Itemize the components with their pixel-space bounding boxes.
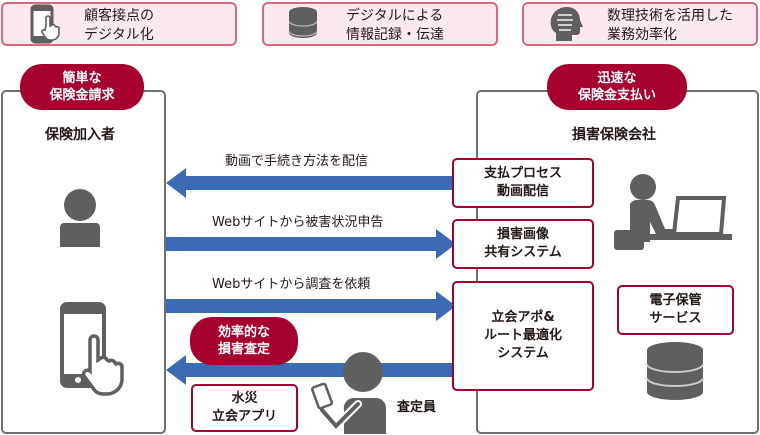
system-route-optimization: 立会アポ& ルート最適化 システム bbox=[452, 281, 594, 391]
badge-line1: 簡単な bbox=[62, 71, 102, 86]
water-survey-app-box: 水災 立会アプリ bbox=[191, 384, 298, 432]
office-worker-icon bbox=[614, 174, 732, 250]
person-icon bbox=[60, 189, 100, 247]
feature-line2: デジタル化 bbox=[84, 27, 154, 43]
head-brain-icon bbox=[550, 7, 583, 41]
system-line1: 支払プロセス bbox=[483, 166, 562, 181]
efficient-assessment-badge: 効率的な 損害査定 bbox=[190, 317, 298, 365]
insurer-title: 損害保険会社 bbox=[572, 127, 656, 143]
system-line3: システム bbox=[497, 346, 549, 361]
badge-line1: 効率的な bbox=[217, 325, 270, 340]
feature-line2: 業務効率化 bbox=[607, 27, 677, 43]
arrow-label-video-guide: 動画で手続き方法を配信 bbox=[225, 154, 369, 169]
system-line2: 共有システム bbox=[484, 245, 562, 260]
feature-box-digital-records: デジタルによる 情報記録・伝達 bbox=[262, 2, 498, 46]
fast-payment-badge: 迅速な 保険金支払い bbox=[547, 64, 687, 110]
storage-line1: 電子保管 bbox=[649, 293, 702, 308]
arrow-survey-request bbox=[166, 291, 456, 321]
storage-line2: サービス bbox=[649, 311, 702, 326]
feature-line1: 顧客接点の bbox=[84, 8, 154, 24]
adjuster-with-tablet-icon bbox=[310, 352, 386, 434]
system-damage-image: 損害画像 共有システム bbox=[452, 219, 594, 269]
easy-claim-badge: 簡単な 保険金請求 bbox=[20, 64, 144, 110]
arrow-label-survey-request: Webサイトから調査を依頼 bbox=[212, 277, 371, 292]
smartphone-tap-icon bbox=[60, 302, 124, 396]
badge-line2: 保険金支払い bbox=[577, 88, 656, 103]
arrow-damage-report bbox=[166, 229, 456, 259]
policyholder-title: 保険加入者 bbox=[45, 127, 115, 143]
arrow-label-damage-report: Webサイトから被害状況申告 bbox=[212, 215, 384, 230]
arrow-assessment bbox=[166, 355, 456, 385]
app-line2: 立会アプリ bbox=[211, 409, 277, 424]
app-line1: 水災 bbox=[231, 391, 258, 406]
badge-line2: 保険金請求 bbox=[49, 88, 115, 103]
system-line2: ルート最適化 bbox=[483, 328, 562, 343]
database-icon bbox=[288, 7, 318, 38]
feature-line2: 情報記録・伝達 bbox=[346, 27, 444, 43]
database-icon bbox=[646, 342, 704, 400]
badge-line1: 迅速な bbox=[597, 71, 637, 86]
system-line1: 損害画像 bbox=[496, 227, 549, 242]
system-payment-video: 支払プロセス 動画配信 bbox=[452, 158, 594, 208]
feature-line1: 数理技術を活用した bbox=[607, 8, 733, 24]
system-line2: 動画配信 bbox=[496, 184, 549, 199]
feature-box-math-efficiency: 数理技術を活用した 業務効率化 bbox=[522, 2, 758, 46]
feature-line1: デジタルによる bbox=[346, 8, 444, 24]
smartphone-tap-icon bbox=[30, 4, 60, 44]
electronic-storage-box: 電子保管 サービス bbox=[617, 285, 734, 335]
feature-box-digital-contact: 顧客接点の デジタル化 bbox=[1, 2, 237, 46]
arrow-video-guide bbox=[166, 168, 456, 198]
system-line1: 立会アポ& bbox=[491, 310, 555, 325]
adjuster-label: 査定員 bbox=[397, 400, 437, 415]
badge-line2: 損害査定 bbox=[217, 342, 270, 357]
